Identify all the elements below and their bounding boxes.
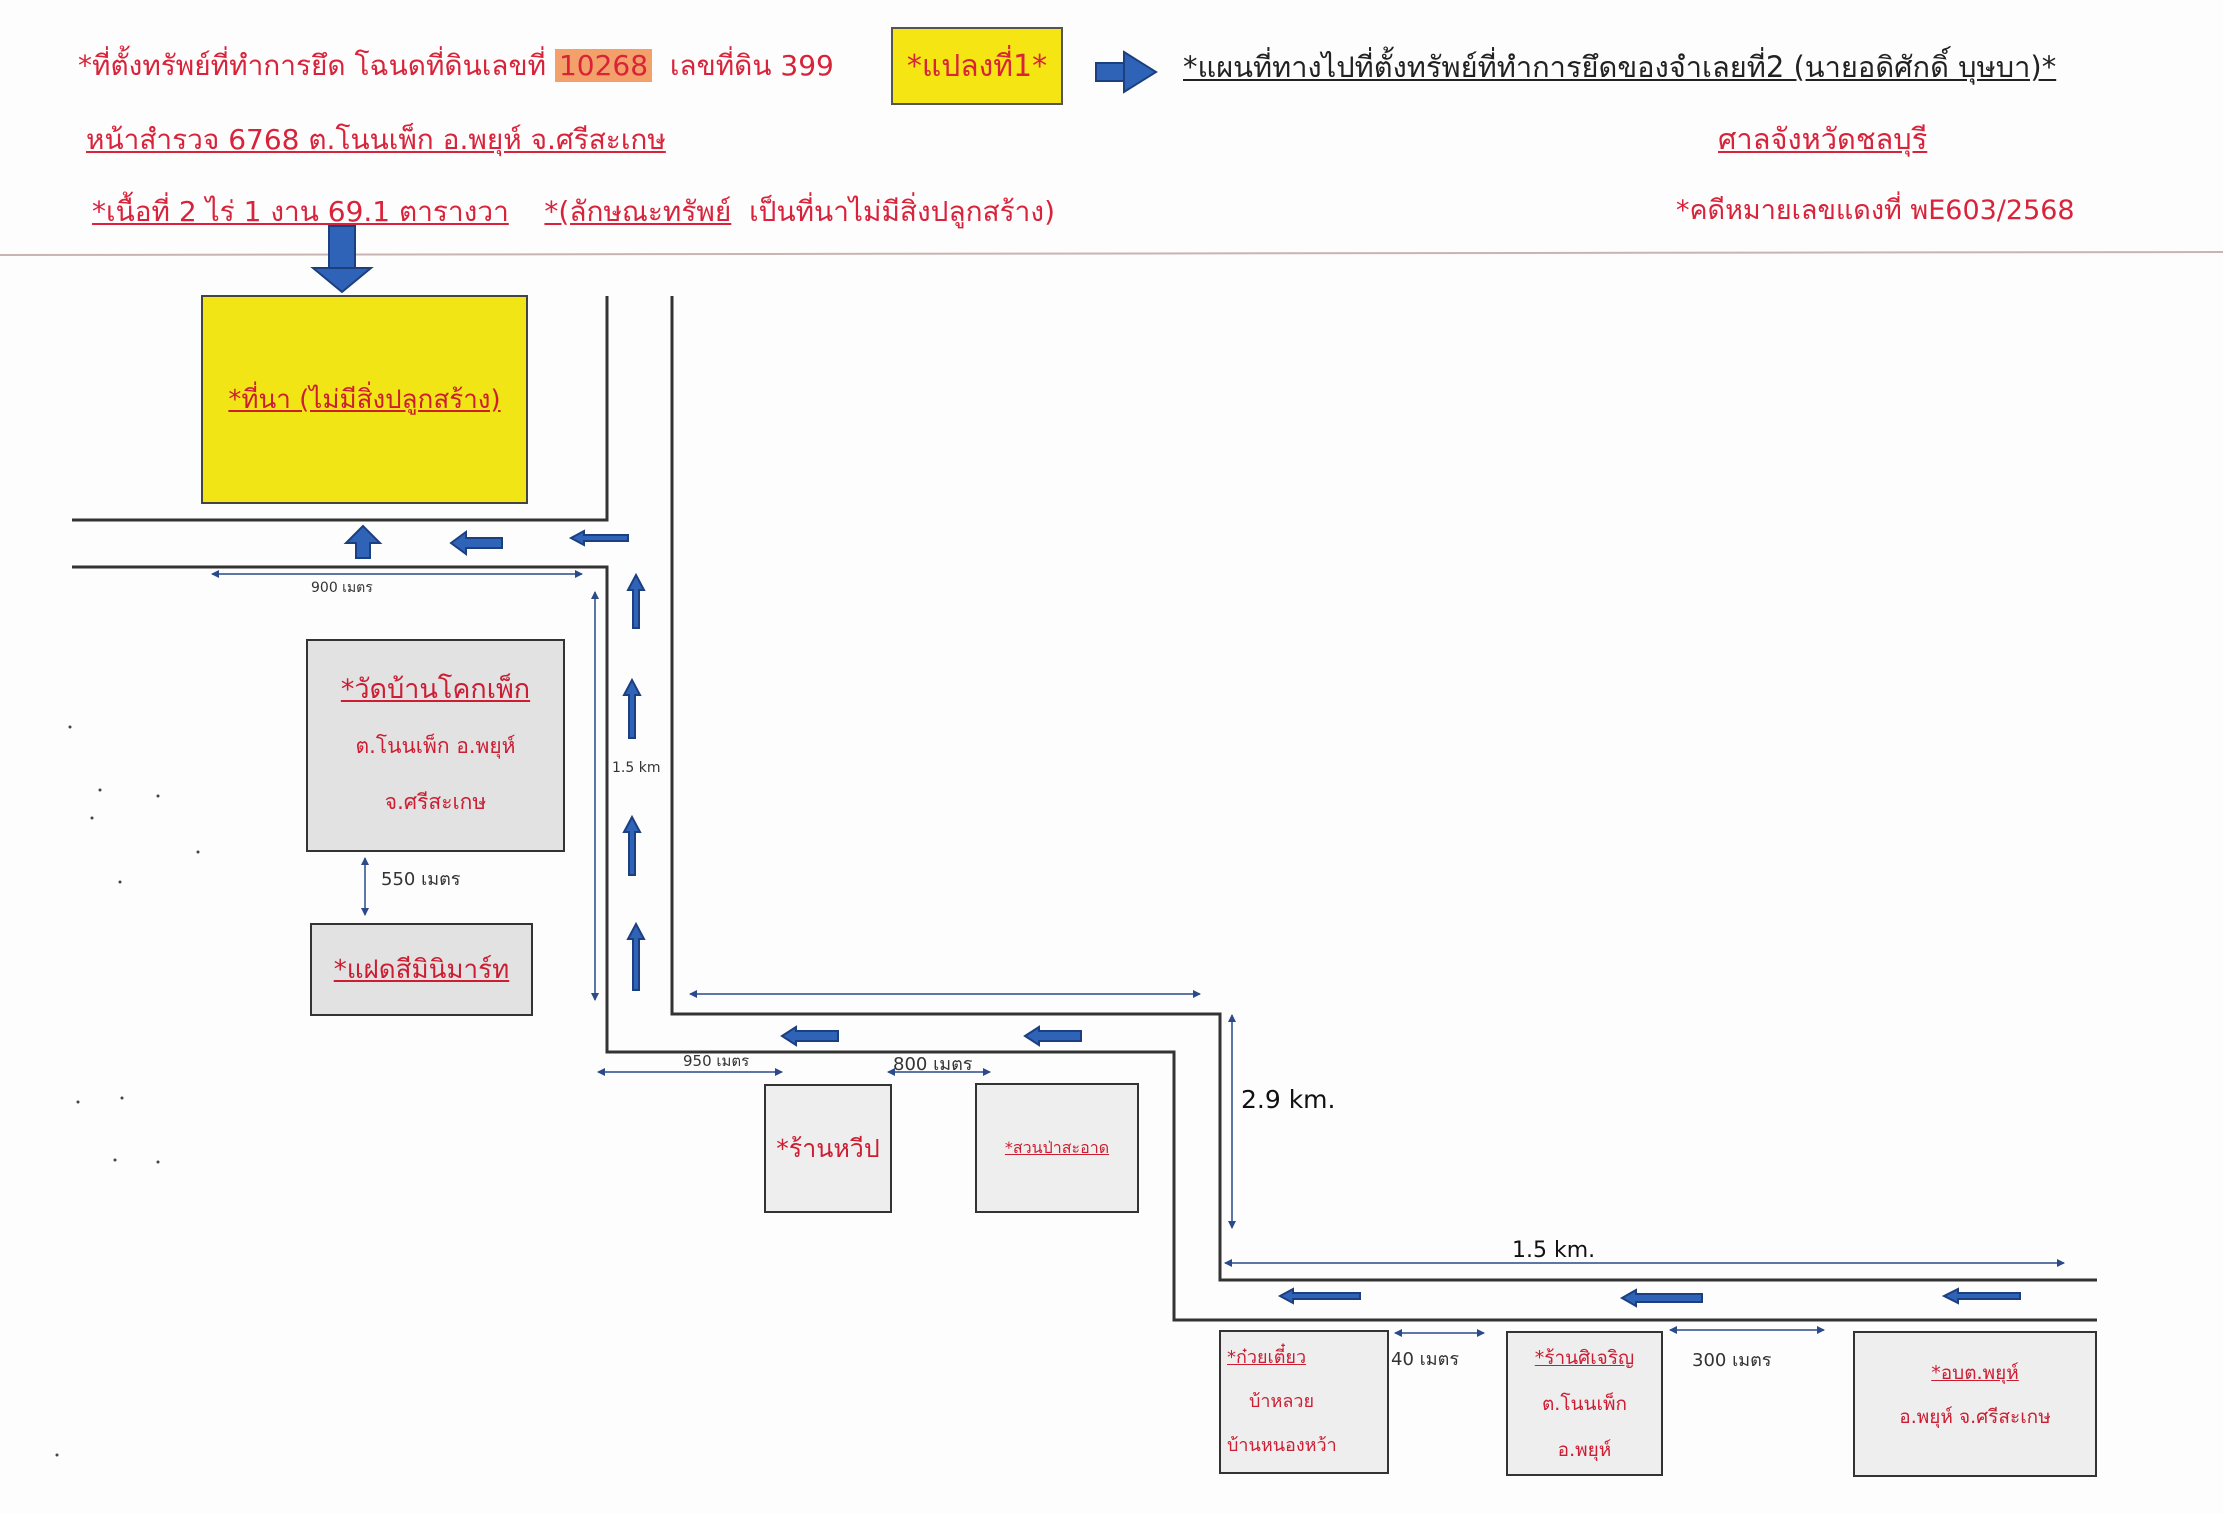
case-number: *คดีหมายเลขแดงที่ พE603/2568: [1676, 195, 2075, 226]
header-divider: [0, 251, 2223, 256]
shop-second-box: *สวนป่าสะอาด: [975, 1083, 1139, 1213]
road-top-inner: [72, 296, 609, 522]
distance-900m: 900 เมตร: [311, 580, 373, 596]
rice-field-box: *ที่นา (ไม่มีสิ่งปลูกสร้าง): [201, 295, 528, 504]
road-lines: [72, 296, 2097, 1322]
plot-tag: *แปลงที่1*: [891, 27, 1063, 105]
distance-2-9km: 2.9 km.: [1241, 1085, 1336, 1114]
temple-box: *วัดบ้านโคกเพ็ก ต.โนนเพ็ก อ.พยุห์ จ.ศรีส…: [306, 639, 565, 852]
shop-charoen-name: *ร้านศิเจริญ: [1534, 1346, 1635, 1369]
asset-type-label: *(ลักษณะทรัพย์: [544, 195, 732, 228]
asset-type-value: เป็นที่นาไม่มีสิ่งปลูกสร้าง): [749, 195, 1056, 228]
distance-40m: 40 เมตร: [1391, 1349, 1460, 1370]
sao-box: *อบต.พยุห์ อ.พยุห์ จ.ศรีสะเกษ: [1853, 1331, 2097, 1477]
right-arrow-to-title: [1095, 50, 1158, 94]
distance-950m: 950 เมตร: [683, 1052, 750, 1070]
scan-specks: [55, 725, 200, 1457]
noodle-box: *ก๋วยเตี๋ยว บ้าหลวย บ้านหนองหว้า: [1219, 1330, 1389, 1474]
distance-800m: 800 เมตร: [893, 1054, 973, 1075]
temple-province: จ.ศรีสะเกษ: [384, 789, 487, 814]
distance-300m: 300 เมตร: [1692, 1350, 1772, 1371]
dimension-lines: [211, 570, 2065, 1337]
court-name: ศาลจังหวัดชลบุรี: [1718, 122, 1928, 156]
distance-550m: 550 เมตร: [381, 869, 461, 890]
shop-second-label: *สวนป่าสะอาด: [1004, 1137, 1110, 1157]
header-line1-prefix: *ที่ตั้งทรัพย์ที่ทำการยึด โฉนดที่ดินเลขท…: [78, 49, 547, 82]
land-number: เลขที่ดิน 399: [669, 49, 834, 82]
shop-charoen-line3: อ.พยุห์: [1557, 1438, 1612, 1461]
sao-name: *อบต.พยุห์: [1931, 1362, 2019, 1384]
shop-hwip-box: *ร้านหวีป: [764, 1084, 892, 1213]
rice-field-label: *ที่นา (ไม่มีสิ่งปลูกสร้าง): [228, 385, 501, 415]
temple-name: *วัดบ้านโคกเพ็ก: [340, 673, 531, 705]
road-inner: [670, 296, 2097, 1282]
sao-address: อ.พยุห์ จ.ศรีสะเกษ: [1899, 1406, 2051, 1428]
distance-1-5km-vertical: 1.5 km: [612, 760, 661, 776]
area-text: *เนื้อที่ 2 ไร่ 1 งาน 69.1 ตารางวา: [92, 195, 509, 228]
distance-1-5km-horizontal: 1.5 km.: [1512, 1238, 1596, 1263]
down-arrow-to-field: [310, 225, 374, 294]
noodle-name: *ก๋วยเตี๋ยว: [1227, 1347, 1307, 1368]
shop-mini-label: *แฝดสีมินิมาร์ท: [333, 955, 510, 985]
route-arrows: [343, 524, 2021, 1308]
map-title: *แผนที่ทางไปที่ตั้งทรัพย์ที่ทำการยึดของจ…: [1183, 50, 2057, 84]
header-line2: หน้าสำรวจ 6768 ต.โนนเพ็ก อ.พยุห์ จ.ศรีสะ…: [86, 123, 666, 156]
deed-number: 10268: [554, 49, 653, 82]
shop-charoen-line2: ต.โนนเพ็ก: [1541, 1392, 1628, 1415]
header-line1: *ที่ตั้งทรัพย์ที่ทำการยึด โฉนดที่ดินเลขท…: [78, 44, 834, 88]
shop-mini-box: *แฝดสีมินิมาร์ท: [310, 923, 533, 1016]
header-line3: *เนื้อที่ 2 ไร่ 1 งาน 69.1 ตารางวา *(ลัก…: [92, 190, 1055, 234]
shop-charoen-box: *ร้านศิเจริญ ต.โนนเพ็ก อ.พยุห์: [1506, 1331, 1663, 1476]
road-outer: [72, 565, 2097, 1322]
temple-subdistrict: ต.โนนเพ็ก อ.พยุห์: [355, 733, 516, 758]
shop-hwip-label: *ร้านหวีป: [776, 1133, 880, 1163]
noodle-line3: บ้านหนองหว้า: [1227, 1435, 1337, 1456]
noodle-line2: บ้าหลวย: [1249, 1391, 1315, 1412]
